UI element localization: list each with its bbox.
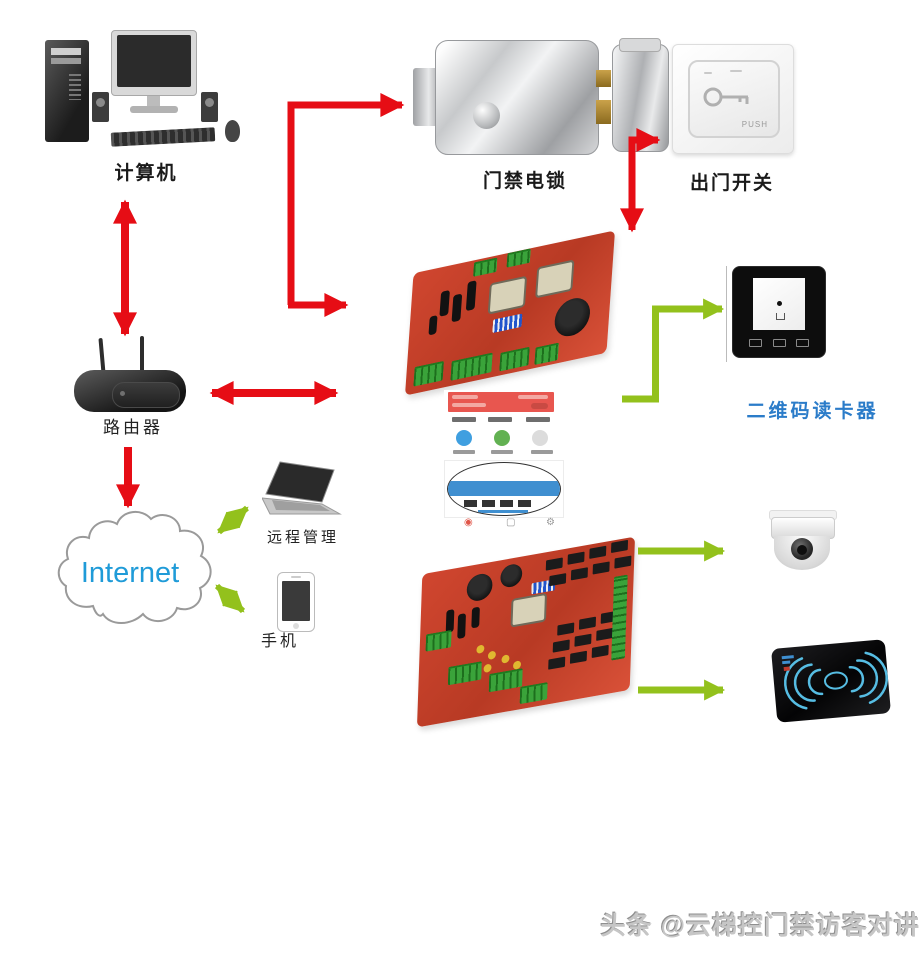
arrow-internet-phone — [214, 583, 246, 614]
app-tab — [452, 417, 476, 422]
app-header — [448, 392, 554, 412]
frame-icon: ▢ — [506, 517, 516, 528]
pc-keyboard — [110, 127, 216, 147]
cloud-shape — [57, 511, 212, 624]
push-text: PUSH — [741, 120, 768, 129]
computer-label: 计算机 — [114, 163, 178, 184]
app-tab — [488, 417, 512, 422]
app-icon-green — [494, 430, 510, 446]
pc-speaker-right — [201, 92, 218, 122]
app-banner — [444, 460, 564, 518]
router-label: 路由器 — [103, 418, 163, 437]
app-screenshot: ◉ ▢ ⚙ — [444, 390, 612, 535]
exit-button-pad: PUSH — [688, 60, 780, 138]
qr-reader-image — [732, 266, 826, 358]
qr-reader-label: 二维码读卡器 — [746, 401, 879, 422]
mobile-phone-image — [277, 572, 315, 632]
watermark-text: 头条 @云梯控门禁访客对讲 — [600, 912, 920, 940]
home-icon: ◉ — [464, 517, 473, 528]
laptop-image — [262, 460, 342, 522]
app-icon-gray — [532, 430, 548, 446]
pc-tower — [45, 40, 89, 142]
router-image — [68, 336, 198, 416]
electric-lock-image — [413, 38, 669, 160]
qr-reader-edge-line — [726, 266, 727, 362]
multi-door-board-image — [402, 536, 650, 728]
key-icon — [703, 87, 749, 107]
app-tab — [526, 417, 550, 422]
arrow-board-qr-reader — [622, 298, 725, 403]
internet-text: Internet — [81, 557, 179, 589]
rfid-wave-icon — [781, 651, 888, 710]
access-board-image — [393, 230, 628, 396]
gear-icon: ⚙ — [546, 517, 555, 528]
router-antenna — [98, 337, 106, 375]
arrow-internet-laptop — [217, 505, 249, 535]
pc-monitor — [111, 30, 197, 96]
exit-button-label: 出门开关 — [689, 173, 774, 194]
rfid-reader-image — [770, 639, 892, 726]
internet-cloud: Internet — [52, 500, 217, 638]
app-icon-blue — [456, 430, 472, 446]
lock-knob — [473, 102, 500, 129]
mobile-phone-label: 手机 — [260, 633, 299, 650]
remote-management-label: 远程管理 — [266, 530, 339, 546]
dome-camera-image — [760, 508, 844, 580]
pc-mouse — [225, 120, 240, 142]
pc-speaker-left — [92, 92, 109, 122]
computer-image — [35, 30, 245, 160]
router-antenna — [140, 336, 144, 374]
electric-lock-label: 门禁电锁 — [482, 171, 567, 192]
exit-button-image: PUSH — [672, 44, 794, 154]
